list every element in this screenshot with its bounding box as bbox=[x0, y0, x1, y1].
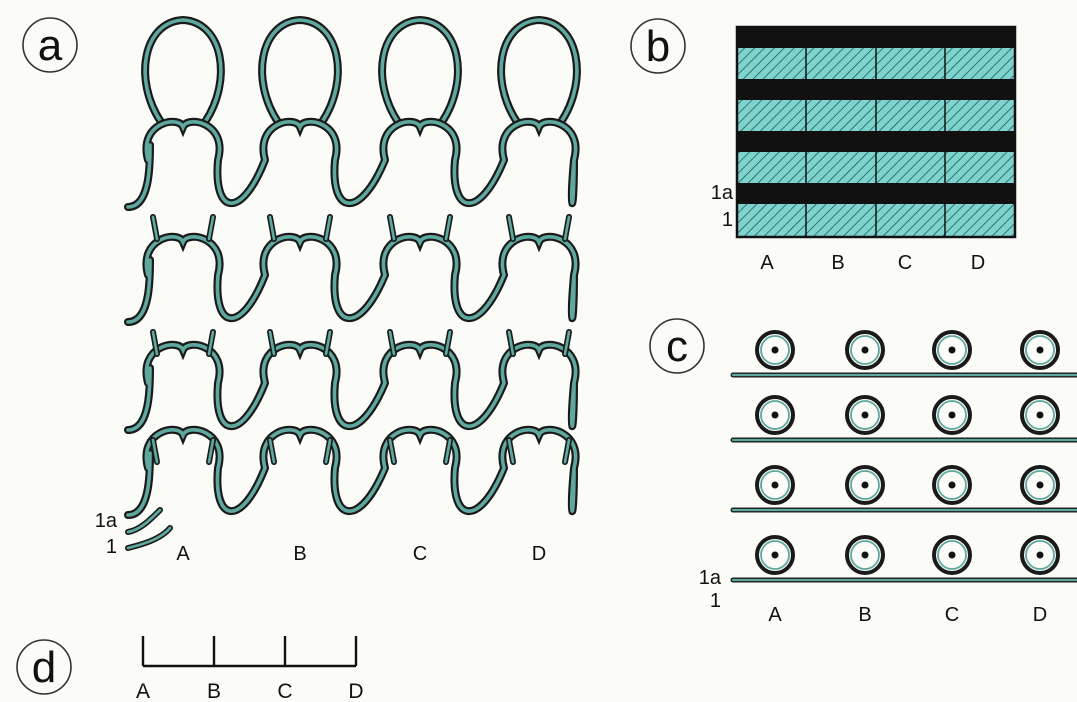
needle-loop-cross-section bbox=[755, 395, 795, 435]
needle-loop-cross-section bbox=[845, 395, 885, 435]
stitch-leg bbox=[387, 214, 397, 242]
needle-loop-cross-section bbox=[755, 330, 795, 370]
panel-d-col-label-b: B bbox=[207, 680, 221, 702]
needle-loop-cross-section bbox=[932, 535, 972, 575]
panel-c-letter: c bbox=[666, 322, 688, 371]
stitch-leg bbox=[267, 214, 277, 242]
panel-b: b 1a 1 A B C D bbox=[630, 18, 1017, 274]
panel-d-col-label-c: C bbox=[277, 680, 292, 702]
stitch-leg bbox=[443, 329, 453, 357]
stitch-leg bbox=[562, 214, 572, 242]
needle-loop-cross-section bbox=[932, 465, 972, 505]
stitch-leg bbox=[206, 437, 216, 465]
panel-c-badge: c bbox=[649, 318, 705, 374]
panel-a-row-label-1: 1 bbox=[106, 536, 117, 558]
panel-a-badge: a bbox=[22, 17, 78, 73]
needle-notation-comb bbox=[141, 636, 358, 668]
needle-loop-cross-section bbox=[1020, 395, 1060, 435]
stitch-leg bbox=[323, 437, 333, 465]
plain-knit-stitch-diagram bbox=[124, 15, 581, 551]
panel-c-col-label-c: C bbox=[945, 604, 959, 626]
stitch-leg bbox=[150, 214, 160, 242]
needle-loop-cross-section bbox=[845, 465, 885, 505]
top-open-loop bbox=[141, 15, 225, 126]
top-open-loop bbox=[378, 15, 462, 126]
panel-a: a 1a 1 A B C D bbox=[22, 15, 581, 565]
stitch-leg bbox=[150, 329, 160, 357]
stitch-leg bbox=[267, 329, 277, 357]
panel-b-col-label-b: B bbox=[831, 252, 844, 274]
needle-loop-cross-section bbox=[755, 465, 795, 505]
panel-d-letter: d bbox=[32, 643, 56, 692]
stitch-leg bbox=[387, 329, 397, 357]
top-open-loop bbox=[258, 15, 342, 126]
stitch-leg bbox=[206, 329, 216, 357]
panel-b-letter: b bbox=[646, 22, 670, 71]
top-open-loop bbox=[497, 15, 581, 126]
needle-loop-cross-section bbox=[1020, 330, 1060, 370]
needle-loop-cross-section bbox=[932, 395, 972, 435]
stitch-leg bbox=[150, 437, 160, 465]
panel-a-letter: a bbox=[38, 21, 63, 70]
panel-a-row-label-1a: 1a bbox=[95, 510, 118, 532]
stitch-leg bbox=[506, 329, 516, 357]
needle-loop-cross-section bbox=[1020, 535, 1060, 575]
stitch-leg bbox=[206, 214, 216, 242]
stitch-leg bbox=[506, 214, 516, 242]
panel-b-row-label-1a: 1a bbox=[711, 182, 734, 204]
panel-c-col-label-d: D bbox=[1033, 604, 1047, 626]
needle-loop-cross-section bbox=[755, 535, 795, 575]
stitch-leg bbox=[267, 437, 277, 465]
stitch-leg bbox=[562, 329, 572, 357]
panel-d: d A B C D bbox=[16, 636, 364, 702]
panel-d-badge: d bbox=[16, 639, 72, 695]
panel-b-col-label-c: C bbox=[898, 252, 912, 274]
panel-d-col-label-a: A bbox=[136, 680, 150, 702]
needle-loop-cross-section bbox=[932, 330, 972, 370]
panel-c-col-label-a: A bbox=[768, 604, 782, 626]
panel-b-badge: b bbox=[630, 18, 686, 74]
stitch-leg bbox=[443, 437, 453, 465]
panel-c: c 1a 1 A B C D bbox=[649, 318, 1077, 626]
stitch-leg bbox=[562, 437, 572, 465]
stitch-leg bbox=[323, 329, 333, 357]
needle-loop-cross-section bbox=[845, 330, 885, 370]
yarn-tail-1 bbox=[125, 525, 173, 551]
panel-a-col-label-d: D bbox=[532, 543, 546, 565]
panel-a-col-label-b: B bbox=[293, 543, 306, 565]
panel-d-col-label-d: D bbox=[348, 680, 363, 702]
panel-c-col-label-b: B bbox=[858, 604, 871, 626]
panel-b-col-label-d: D bbox=[971, 252, 985, 274]
panel-c-row-label-1a: 1a bbox=[699, 567, 722, 589]
needle-loop-cross-section bbox=[845, 535, 885, 575]
knit-course-yarn bbox=[124, 340, 580, 434]
panel-a-col-label-a: A bbox=[176, 543, 190, 565]
panel-a-col-label-c: C bbox=[413, 543, 427, 565]
stitch-cross-section-diagram bbox=[730, 330, 1077, 583]
stitch-notation-grid bbox=[735, 25, 1017, 239]
stitch-leg bbox=[323, 214, 333, 242]
needle-loop-cross-section bbox=[1020, 465, 1060, 505]
panel-b-row-label-1: 1 bbox=[722, 209, 733, 231]
stitch-leg bbox=[443, 214, 453, 242]
knit-course-yarn bbox=[124, 117, 580, 211]
panel-c-row-label-1: 1 bbox=[710, 590, 721, 612]
stitch-leg bbox=[387, 437, 397, 465]
yarn-tail-1a bbox=[125, 507, 163, 535]
knit-course-yarn bbox=[124, 232, 580, 326]
stitch-leg bbox=[506, 437, 516, 465]
panel-b-col-label-a: A bbox=[760, 252, 774, 274]
